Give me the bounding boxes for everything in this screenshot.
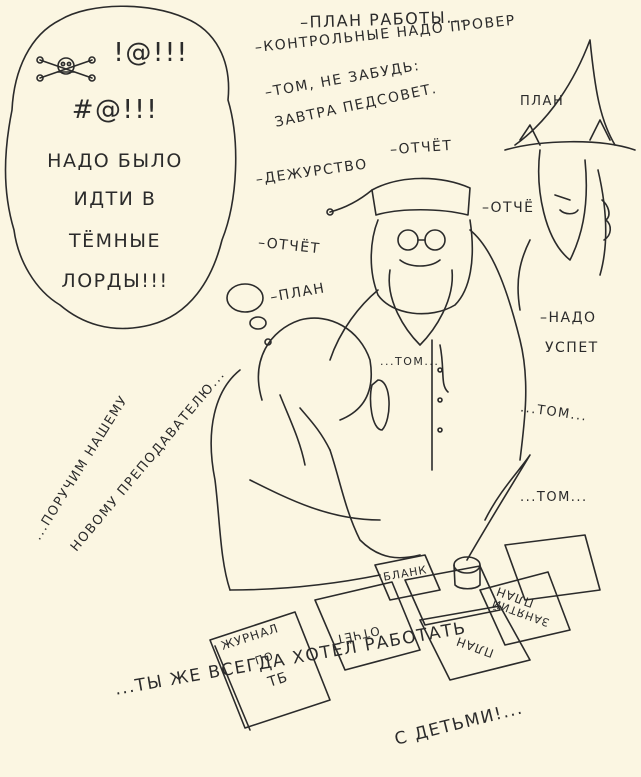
- bubble-line-1: !@!!!: [113, 38, 189, 68]
- remark-plan-witch: ПЛАН: [520, 94, 565, 109]
- remark-tom-1: ...ТОМ...: [380, 355, 440, 368]
- thought-bubble-small: [249, 316, 267, 330]
- skull-doodle-icon: [36, 56, 96, 82]
- speech-bubble-outline: [4, 5, 237, 330]
- young-man-figure: [210, 317, 421, 591]
- remark-otchet-2: –ОТЧЁ: [482, 200, 535, 216]
- witch-figure: [504, 39, 636, 311]
- remark-nado: –НАДО: [540, 310, 597, 326]
- bubble-line-5: ТЁМНЫЕ: [68, 230, 162, 252]
- remark-uspet: УСПЕТ: [545, 340, 599, 356]
- bubble-line-6: ЛОРДЫ!!!: [61, 270, 169, 292]
- thought-bubble-large: [226, 283, 264, 313]
- remark-tom-3: ...ТОМ...: [520, 490, 588, 505]
- bubble-line-4: ИДТИ В: [73, 188, 157, 210]
- professor-figure: [326, 177, 527, 471]
- bubble-line-2: #@!!!: [71, 95, 159, 125]
- desk-papers: [209, 454, 601, 731]
- bubble-line-3: НАДО БЫЛО: [47, 150, 183, 172]
